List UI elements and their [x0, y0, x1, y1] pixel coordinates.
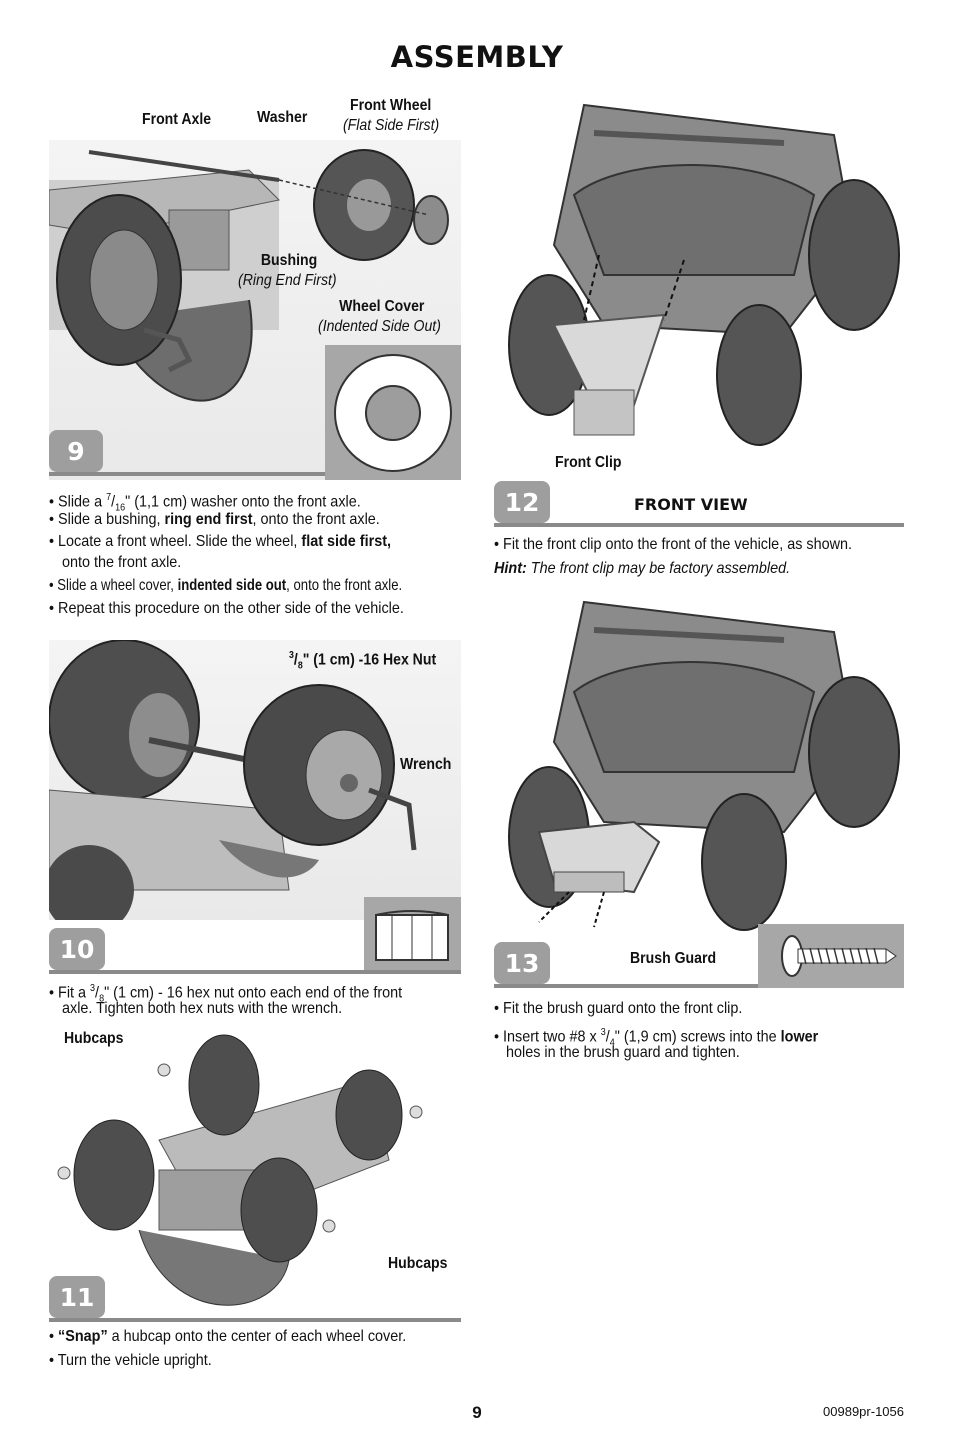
step10-bullet-1-cont: axle. Tighten both hex nuts with the wre…	[62, 1000, 343, 1017]
label-washer: Washer	[257, 109, 308, 126]
hex-nut-wrench-drawing	[49, 640, 417, 920]
step9-b4-post: , onto the front axle.	[286, 577, 403, 594]
step11-b1-post: a hubcap onto the center of each wheel c…	[107, 1328, 407, 1345]
step12-bar: 12	[494, 481, 904, 527]
step13-badge: 13	[494, 942, 550, 984]
step13-b2-pre: • Insert two #8 x	[494, 1028, 601, 1046]
step11-badge: 11	[49, 1276, 105, 1318]
step13-illustration	[494, 592, 904, 942]
step9-b1-den: 16	[115, 502, 126, 514]
step13-rule	[494, 984, 758, 988]
wheel-cover-icon	[334, 354, 452, 472]
label-wheel-cover: Wheel Cover (Indented Side Out)	[318, 297, 441, 337]
step13-bullet-2-cont: holes in the brush guard and tighten.	[506, 1044, 740, 1061]
step13-bullet-2: • Insert two #8 x 3/4" (1,9 cm) screws i…	[494, 1027, 819, 1049]
step9-illustration	[49, 140, 461, 480]
step13-b2-bold: lower	[780, 1028, 819, 1046]
wheel-cover-inset	[325, 345, 461, 480]
step9-b1-num: 7	[106, 492, 112, 503]
step11-b1-bold: “Snap”	[58, 1328, 108, 1345]
step9-b1-post: " (1,1 cm) washer onto the front axle.	[125, 493, 361, 511]
screw-inset	[758, 924, 904, 988]
step9-b2-pre: • Slide a bushing,	[49, 511, 165, 528]
step10-b1-den: 8	[99, 993, 105, 1005]
label-front-clip: Front Clip	[555, 454, 622, 471]
front-view-heading: FRONT VIEW	[634, 495, 748, 514]
step9-b4-bold: indented side out	[177, 577, 287, 594]
step9-b2-bold: ring end first	[164, 511, 253, 528]
step9-bullet-2: • Slide a bushing, ring end first, onto …	[49, 509, 380, 530]
step13-b2-mid: " (1,9 cm) screws into the	[614, 1028, 781, 1046]
hex-nut-num: 3	[289, 650, 294, 661]
step9-bar: 9	[49, 430, 325, 476]
label-front-axle: Front Axle	[142, 111, 212, 128]
hex-nut-den: 8	[297, 660, 303, 672]
step10-b1-pre: • Fit a	[49, 984, 91, 1002]
brush-guard-drawing	[508, 600, 900, 931]
hex-nut-label-text: " (1 cm) -16 Hex Nut	[302, 651, 437, 669]
document-code: 00989pr-1056	[823, 1404, 904, 1419]
step9-b4-pre: • Slide a wheel cover,	[49, 577, 178, 594]
step9-b3-pre: • Locate a front wheel. Slide the wheel,	[49, 533, 302, 550]
step10-illustration	[49, 640, 461, 920]
label-wrench: Wrench	[400, 756, 452, 773]
step12-hint: Hint: The front clip may be factory asse…	[494, 558, 790, 579]
step10-badge: 10	[49, 928, 105, 970]
page-number: 9	[472, 1403, 482, 1422]
step10-b1-num: 3	[90, 983, 96, 994]
step10-b1-post: " (1 cm) - 16 hex nut onto each end of t…	[104, 984, 403, 1002]
bushing-label-text: Bushing	[260, 252, 318, 269]
step11-bullet-2: • Turn the vehicle upright.	[49, 1352, 212, 1369]
label-bushing: Bushing (Ring End First)	[238, 251, 337, 291]
step11-bullet-1: • “Snap” a hubcap onto the center of eac…	[49, 1328, 407, 1345]
step9-bullet-3: • Locate a front wheel. Slide the wheel,…	[49, 531, 391, 552]
wheel-cover-label-text: Wheel Cover	[339, 298, 425, 315]
step10-bar: 10	[49, 928, 461, 974]
step9-bullet-3-cont: onto the front axle.	[62, 554, 182, 571]
hex-nut-inset	[364, 897, 461, 970]
step13-b2-den: 4	[609, 1037, 615, 1049]
screw-icon	[781, 935, 897, 977]
step9-rule	[49, 472, 325, 476]
step9-badge: 9	[49, 430, 103, 472]
bushing-label-note: (Ring End First)	[238, 272, 337, 289]
step9-b2-post: , onto the front axle.	[252, 511, 380, 528]
page-title: ASSEMBLY	[390, 40, 564, 74]
step9-b1-pre: • Slide a	[49, 493, 107, 511]
step9-b3-bold: flat side first,	[301, 533, 392, 550]
label-hubcaps-bottom: Hubcaps	[388, 1255, 448, 1272]
step10-bullet-1: • Fit a 3/8" (1 cm) - 16 hex nut onto ea…	[49, 983, 403, 1005]
label-front-wheel: Front Wheel (Flat Side First)	[343, 96, 439, 136]
step11-bar: 11	[49, 1276, 461, 1322]
step12-hint-label: Hint:	[494, 560, 527, 577]
front-wheel-label-text: Front Wheel	[350, 97, 432, 114]
hubcaps-drawing	[57, 1034, 423, 1306]
wheel-cover-label-note: (Indented Side Out)	[318, 318, 441, 335]
step12-hint-text: The front clip may be factory assembled.	[526, 560, 791, 577]
front-clip-drawing	[508, 103, 900, 446]
step12-bullet-1: • Fit the front clip onto the front of t…	[494, 536, 853, 553]
step11-rule	[49, 1318, 461, 1322]
step10-rule	[49, 970, 461, 974]
label-brush-guard: Brush Guard	[630, 950, 717, 967]
step13-bar: 13	[494, 942, 758, 988]
label-hex-nut: 3/8" (1 cm) -16 Hex Nut	[289, 650, 437, 672]
step12-illustration	[494, 95, 904, 455]
step9-bullet-1: • Slide a 7/16" (1,1 cm) washer onto the…	[49, 492, 361, 514]
front-axle-assembly-drawing	[49, 149, 449, 402]
step9-bullet-4: • Slide a wheel cover, indented side out…	[49, 575, 402, 596]
step9-bullet-5: • Repeat this procedure on the other sid…	[49, 600, 404, 617]
step12-badge: 12	[494, 481, 550, 523]
label-hubcaps-top: Hubcaps	[64, 1030, 124, 1047]
step11-illustration	[49, 1030, 461, 1320]
step13-b2-num: 3	[600, 1027, 606, 1038]
step13-bullet-1: • Fit the brush guard onto the front cli…	[494, 1000, 743, 1017]
step12-rule	[494, 523, 904, 527]
hex-nut-icon	[375, 910, 449, 961]
front-wheel-label-note: (Flat Side First)	[342, 117, 440, 134]
